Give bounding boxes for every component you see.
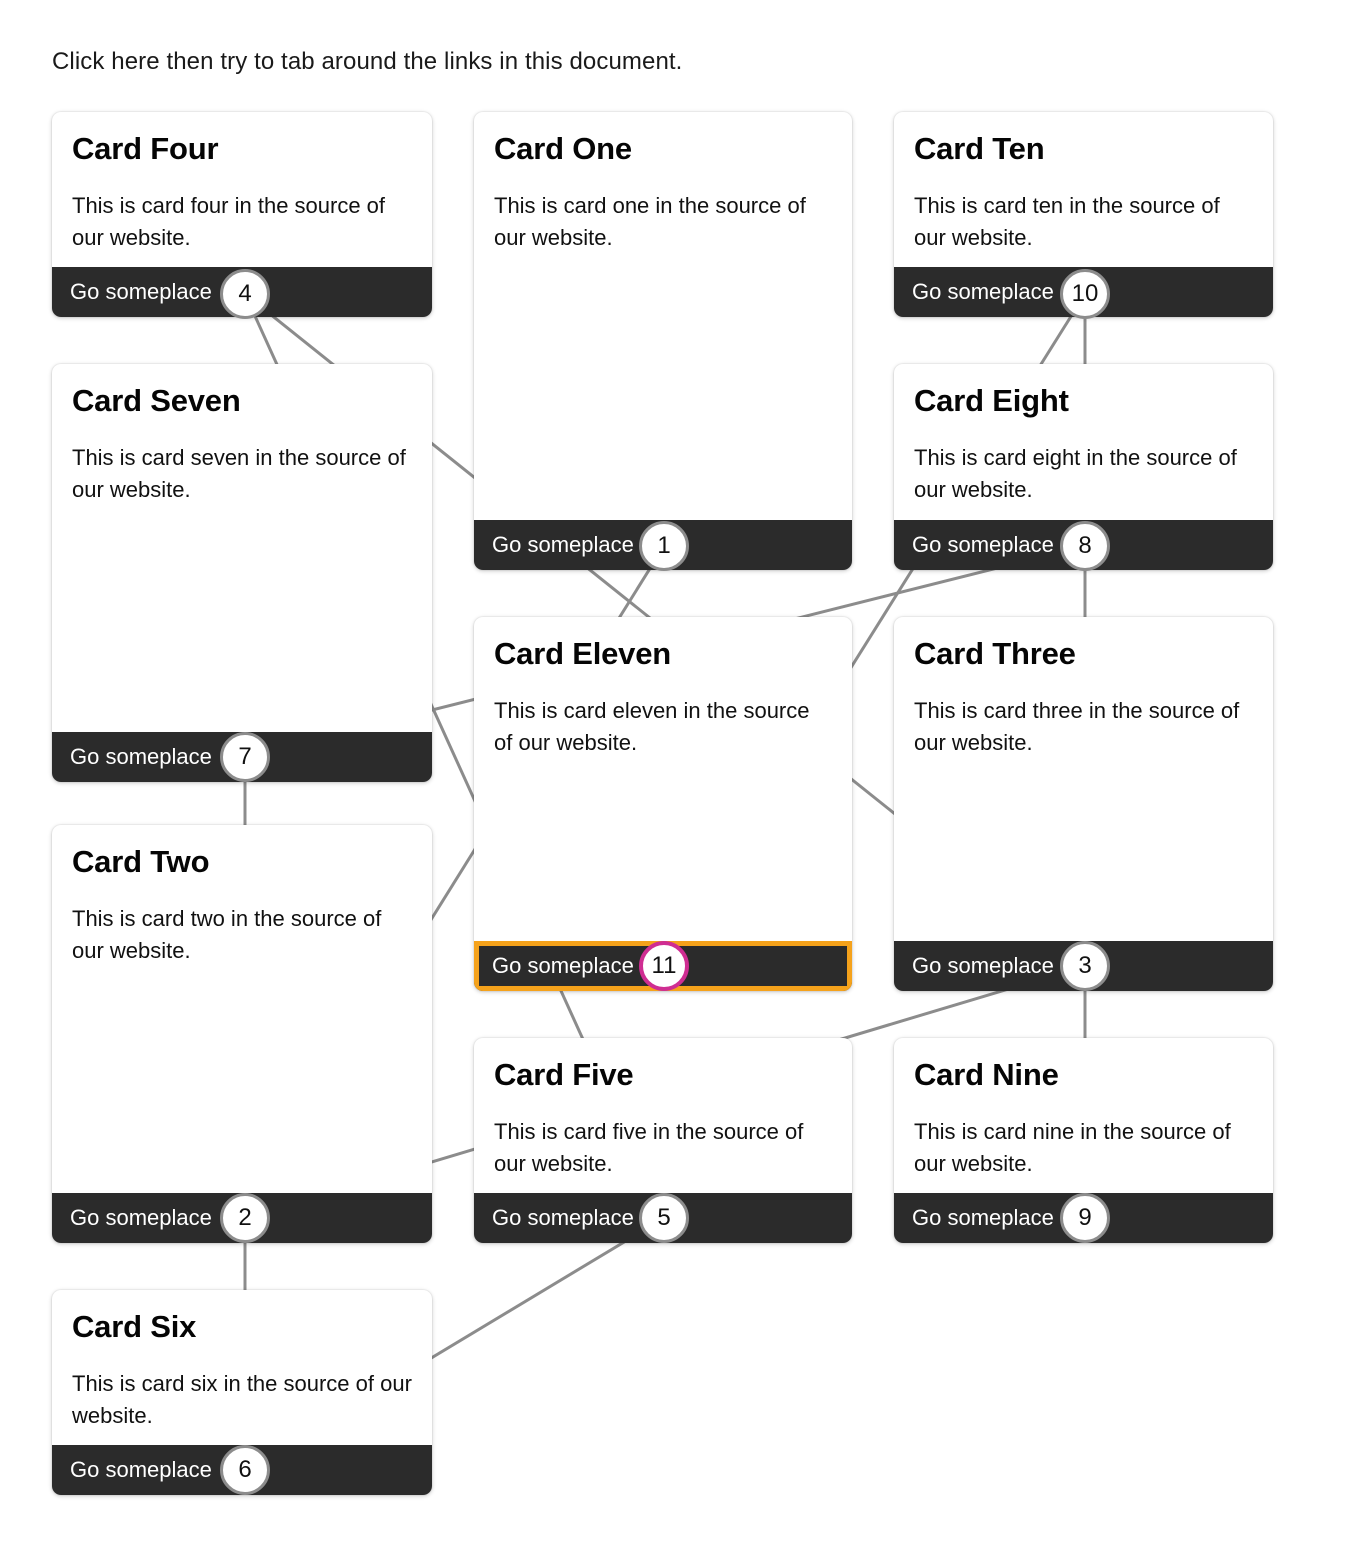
tab-order-marker-3: 3 (1060, 941, 1110, 991)
tab-order-marker-6: 6 (220, 1445, 270, 1495)
card-eleven-title: Card Eleven (494, 636, 671, 671)
card-ten-title: Card Ten (914, 131, 1045, 166)
card-three-title: Card Three (914, 636, 1076, 671)
card-eleven-description: This is card eleven in the source of our… (494, 698, 810, 755)
tab-order-marker-5: 5 (639, 1193, 689, 1243)
card-two-title: Card Two (72, 844, 210, 879)
card-eight-description: This is card eight in the source of our … (914, 445, 1237, 502)
tab-order-marker-1: 1 (639, 521, 689, 571)
card-seven-description: This is card seven in the source of our … (72, 445, 406, 502)
card-one-link[interactable]: Go someplace (492, 532, 634, 557)
card-one-title: Card One (494, 131, 632, 166)
tab-order-marker-7: 7 (220, 732, 270, 782)
card-one-description: This is card one in the source of our we… (494, 193, 806, 250)
card-six-link[interactable]: Go someplace (70, 1457, 212, 1482)
card-two-link[interactable]: Go someplace (70, 1205, 212, 1230)
tab-order-marker-9: 9 (1060, 1193, 1110, 1243)
card-nine-link[interactable]: Go someplace (912, 1205, 1054, 1230)
card-four-description: This is card four in the source of our w… (72, 193, 386, 250)
tab-order-marker-10: 10 (1060, 269, 1110, 319)
card-eight-link[interactable]: Go someplace (912, 532, 1054, 557)
tab-order-marker-8: 8 (1060, 521, 1110, 571)
card-three-description: This is card three in the source of our … (914, 698, 1240, 755)
card-five-link[interactable]: Go someplace (492, 1205, 634, 1230)
card-five-title: Card Five (494, 1057, 634, 1092)
card-ten-description: This is card ten in the source of our we… (914, 193, 1220, 250)
tab-order-marker-4: 4 (220, 269, 270, 319)
card-four-title: Card Four (72, 131, 219, 166)
card-ten-link[interactable]: Go someplace (912, 279, 1054, 304)
card-seven-link[interactable]: Go someplace (70, 744, 212, 769)
card-six-description: This is card six in the source of our we… (72, 1371, 412, 1428)
card-two-description: This is card two in the source of our we… (72, 906, 382, 963)
card-nine-title: Card Nine (914, 1057, 1059, 1092)
page-intro-text: Click here then try to tab around the li… (52, 48, 683, 75)
card-nine-description: This is card nine in the source of our w… (914, 1119, 1231, 1176)
card-eight-title: Card Eight (914, 383, 1069, 418)
card-six-title: Card Six (72, 1309, 197, 1344)
tab-order-marker-2: 2 (220, 1193, 270, 1243)
card-eleven-link[interactable]: Go someplace (492, 953, 634, 978)
card-seven-title: Card Seven (72, 383, 241, 418)
card-three-link[interactable]: Go someplace (912, 953, 1054, 978)
card-four-link[interactable]: Go someplace (70, 279, 212, 304)
tab-order-marker-11: 11 (639, 941, 689, 991)
card-five-description: This is card five in the source of our w… (494, 1119, 804, 1176)
